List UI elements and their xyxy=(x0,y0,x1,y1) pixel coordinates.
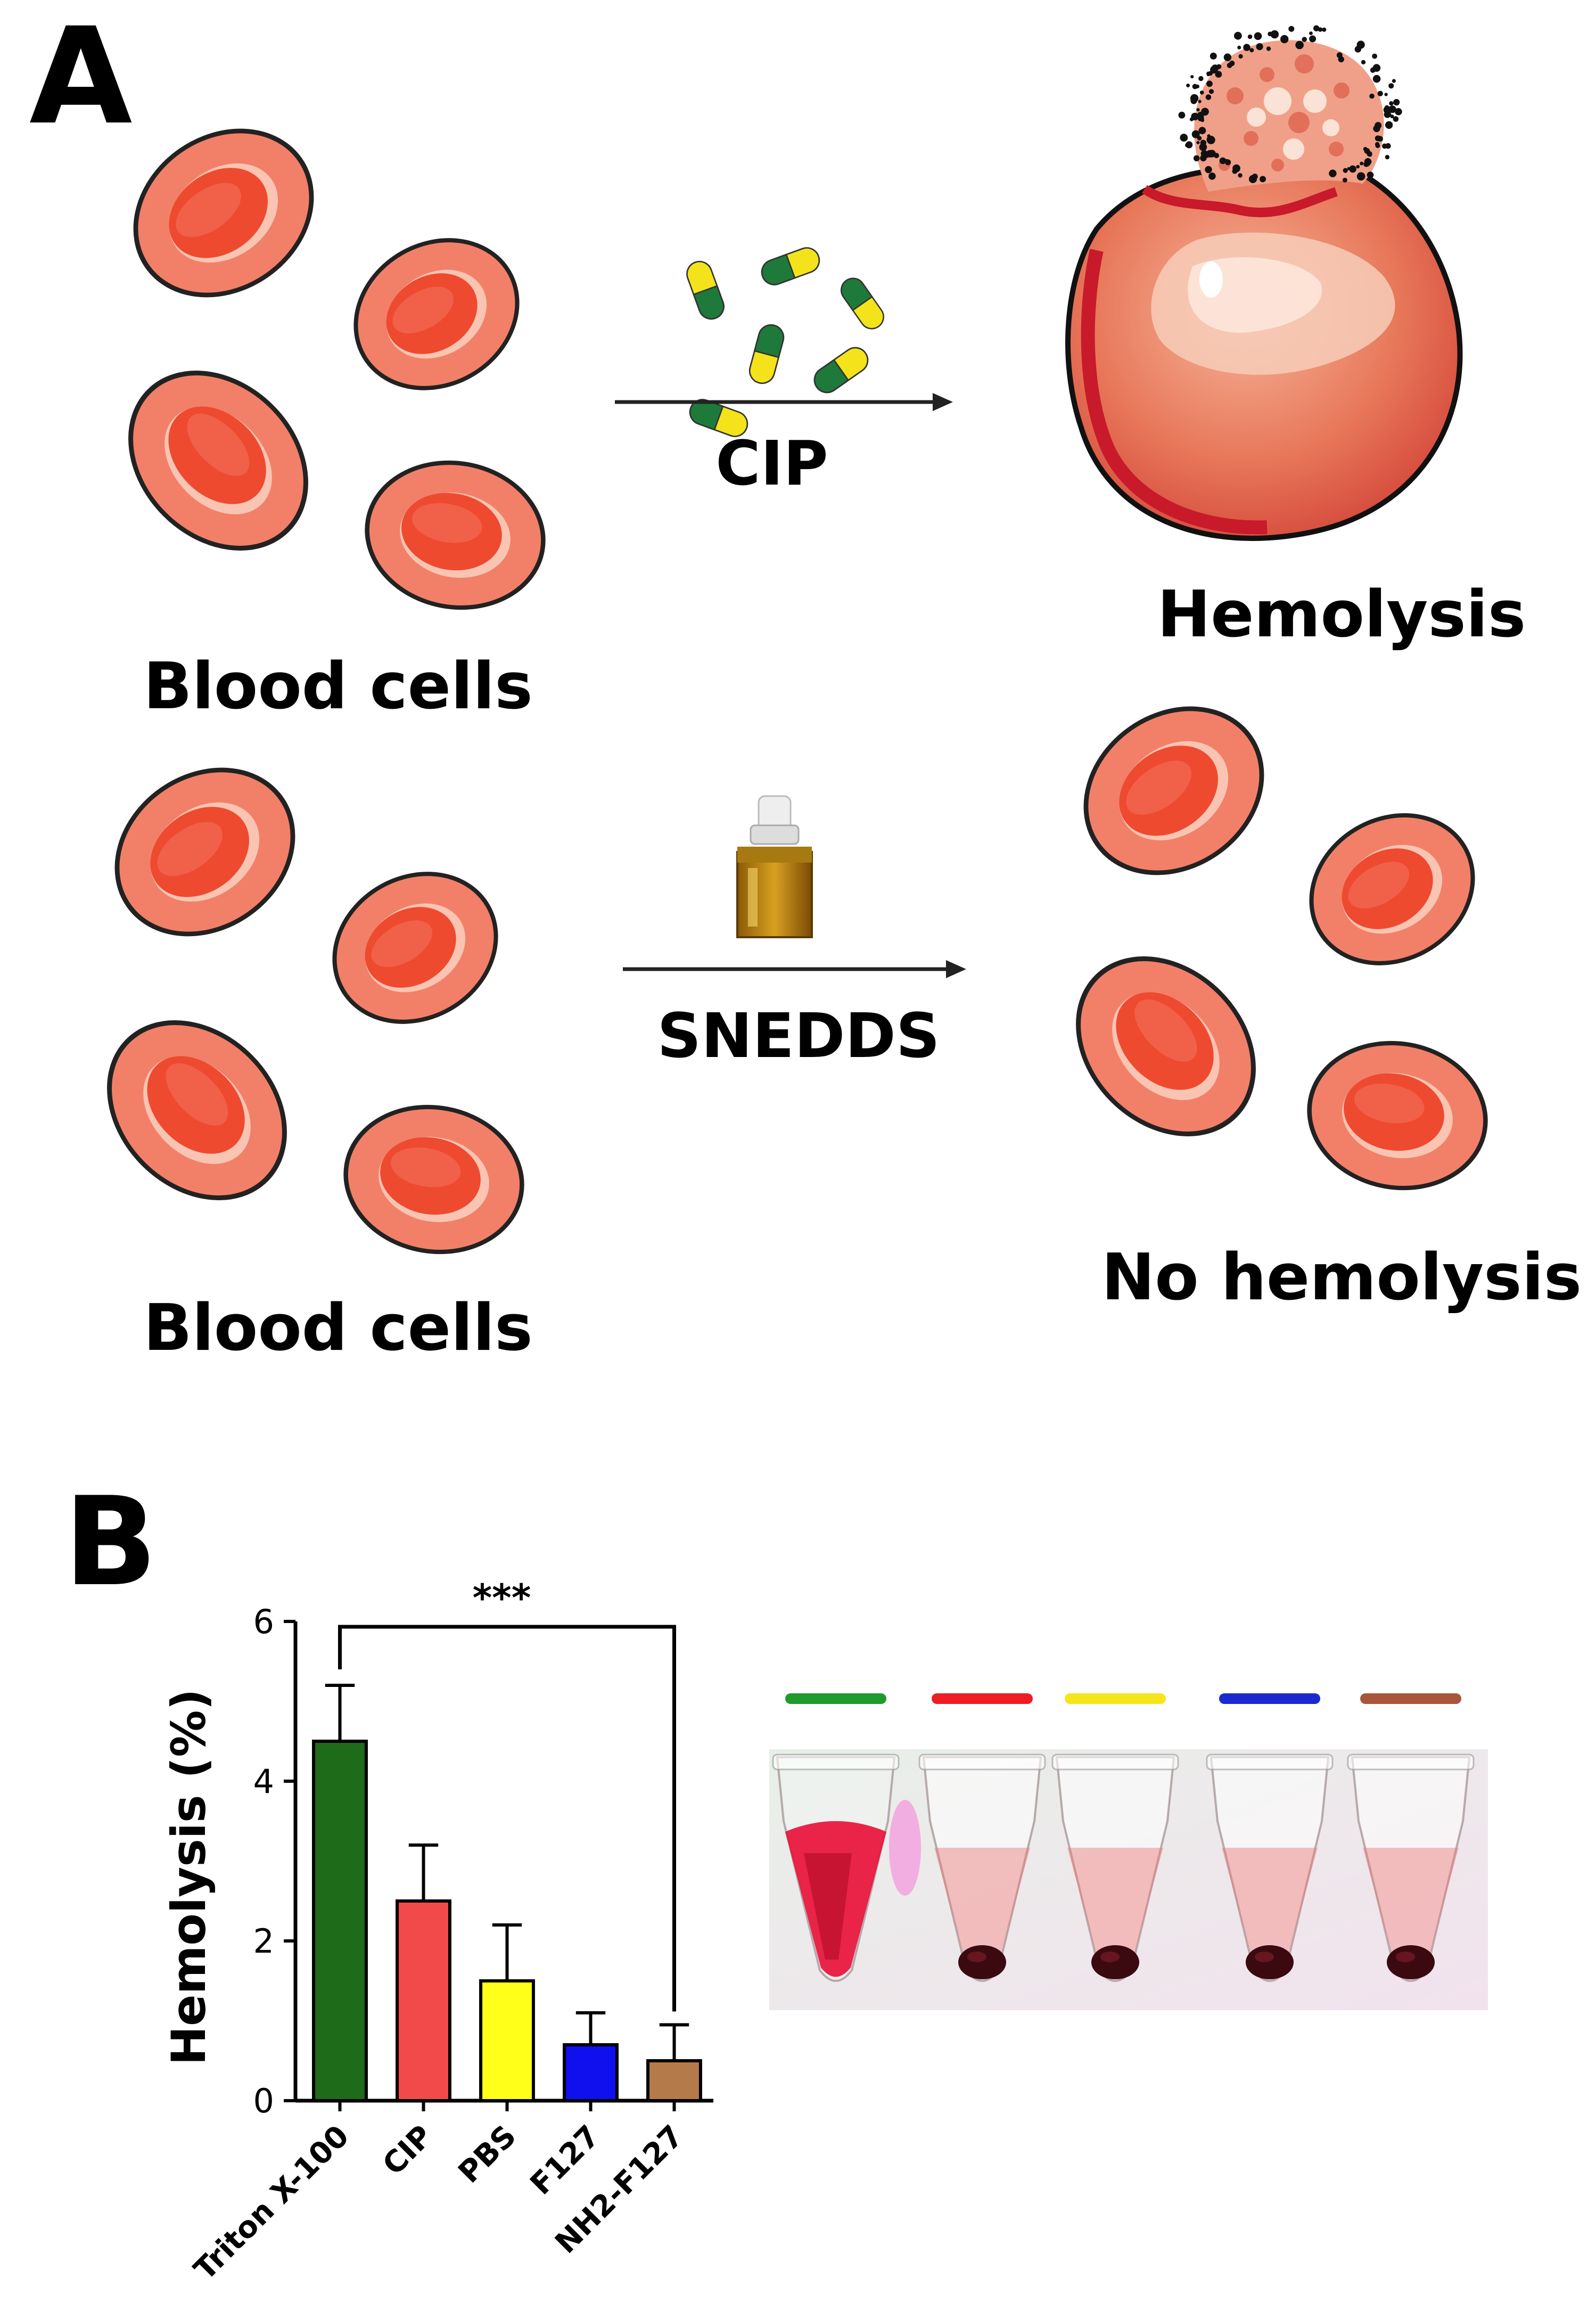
cell-pellet xyxy=(1246,1945,1294,1979)
hemolysed-cell-illustration xyxy=(1065,25,1463,541)
clear-supernatant xyxy=(1222,1848,1318,1973)
tube-color-marker xyxy=(1219,1693,1320,1704)
x-tick-label: Triton X-100 xyxy=(187,2119,356,2287)
tube-color-marker xyxy=(932,1693,1033,1704)
tube-color-marker xyxy=(1360,1693,1461,1704)
x-tick-label: PBS xyxy=(452,2119,523,2190)
y-tick-label: 2 xyxy=(253,1922,274,1961)
cip-pills-icon xyxy=(682,243,889,441)
panel-b-label: B xyxy=(64,1471,157,1613)
clear-supernatant xyxy=(1363,1848,1459,1973)
bar-cip xyxy=(396,1899,451,2102)
clear-supernatant xyxy=(1067,1848,1163,1973)
tube-rim xyxy=(1206,1753,1334,1771)
snedds-label: SNEDDS xyxy=(657,1001,940,1072)
blood-cells-bottom-left xyxy=(74,736,533,1266)
blood-cells-top-left xyxy=(95,97,555,621)
bar-pbs xyxy=(479,1979,535,2102)
clear-supernatant xyxy=(934,1848,1030,1973)
bar-nh2-f127 xyxy=(646,2059,702,2102)
cip-label: CIP xyxy=(715,428,828,499)
x-tick-label: CIP xyxy=(376,2119,440,2182)
panel-a-label: A xyxy=(29,0,132,154)
cell-pellet xyxy=(1387,1945,1435,1979)
cell-pellet xyxy=(1091,1945,1139,1979)
significance-stars: *** xyxy=(473,1576,531,1620)
y-tick-label: 6 xyxy=(253,1602,274,1641)
x-tick-label: F127 xyxy=(524,2119,607,2202)
no-hemolysis-label: No hemolysis xyxy=(1101,1241,1582,1315)
significance-bracket xyxy=(338,1625,676,2012)
tube-rim xyxy=(772,1753,900,1771)
tube-rim xyxy=(1051,1753,1179,1771)
blood-cells-label-top: Blood cells xyxy=(143,650,532,724)
cell-pellet xyxy=(958,1945,1006,1979)
y-tick-label: 4 xyxy=(253,1762,274,1801)
bar-triton-x-100 xyxy=(312,1740,368,2102)
y-axis-label: Hemolysis (%) xyxy=(161,1689,216,2065)
tube-rim xyxy=(918,1753,1046,1771)
blood-cells-bottom-right xyxy=(1043,675,1500,1202)
tube-photo xyxy=(769,1693,1488,2010)
arrow-top xyxy=(615,393,953,411)
tube-rim xyxy=(1347,1753,1475,1771)
bar-f127 xyxy=(563,2043,619,2102)
blood-cells-label-bottom: Blood cells xyxy=(143,1291,532,1365)
arrow-bottom xyxy=(623,960,966,978)
tube-color-marker xyxy=(785,1693,886,1704)
y-tick-label: 0 xyxy=(253,2082,274,2120)
hemolysis-label: Hemolysis xyxy=(1157,578,1526,652)
tube-color-marker xyxy=(1065,1693,1166,1704)
snedds-vial-icon xyxy=(736,795,813,938)
